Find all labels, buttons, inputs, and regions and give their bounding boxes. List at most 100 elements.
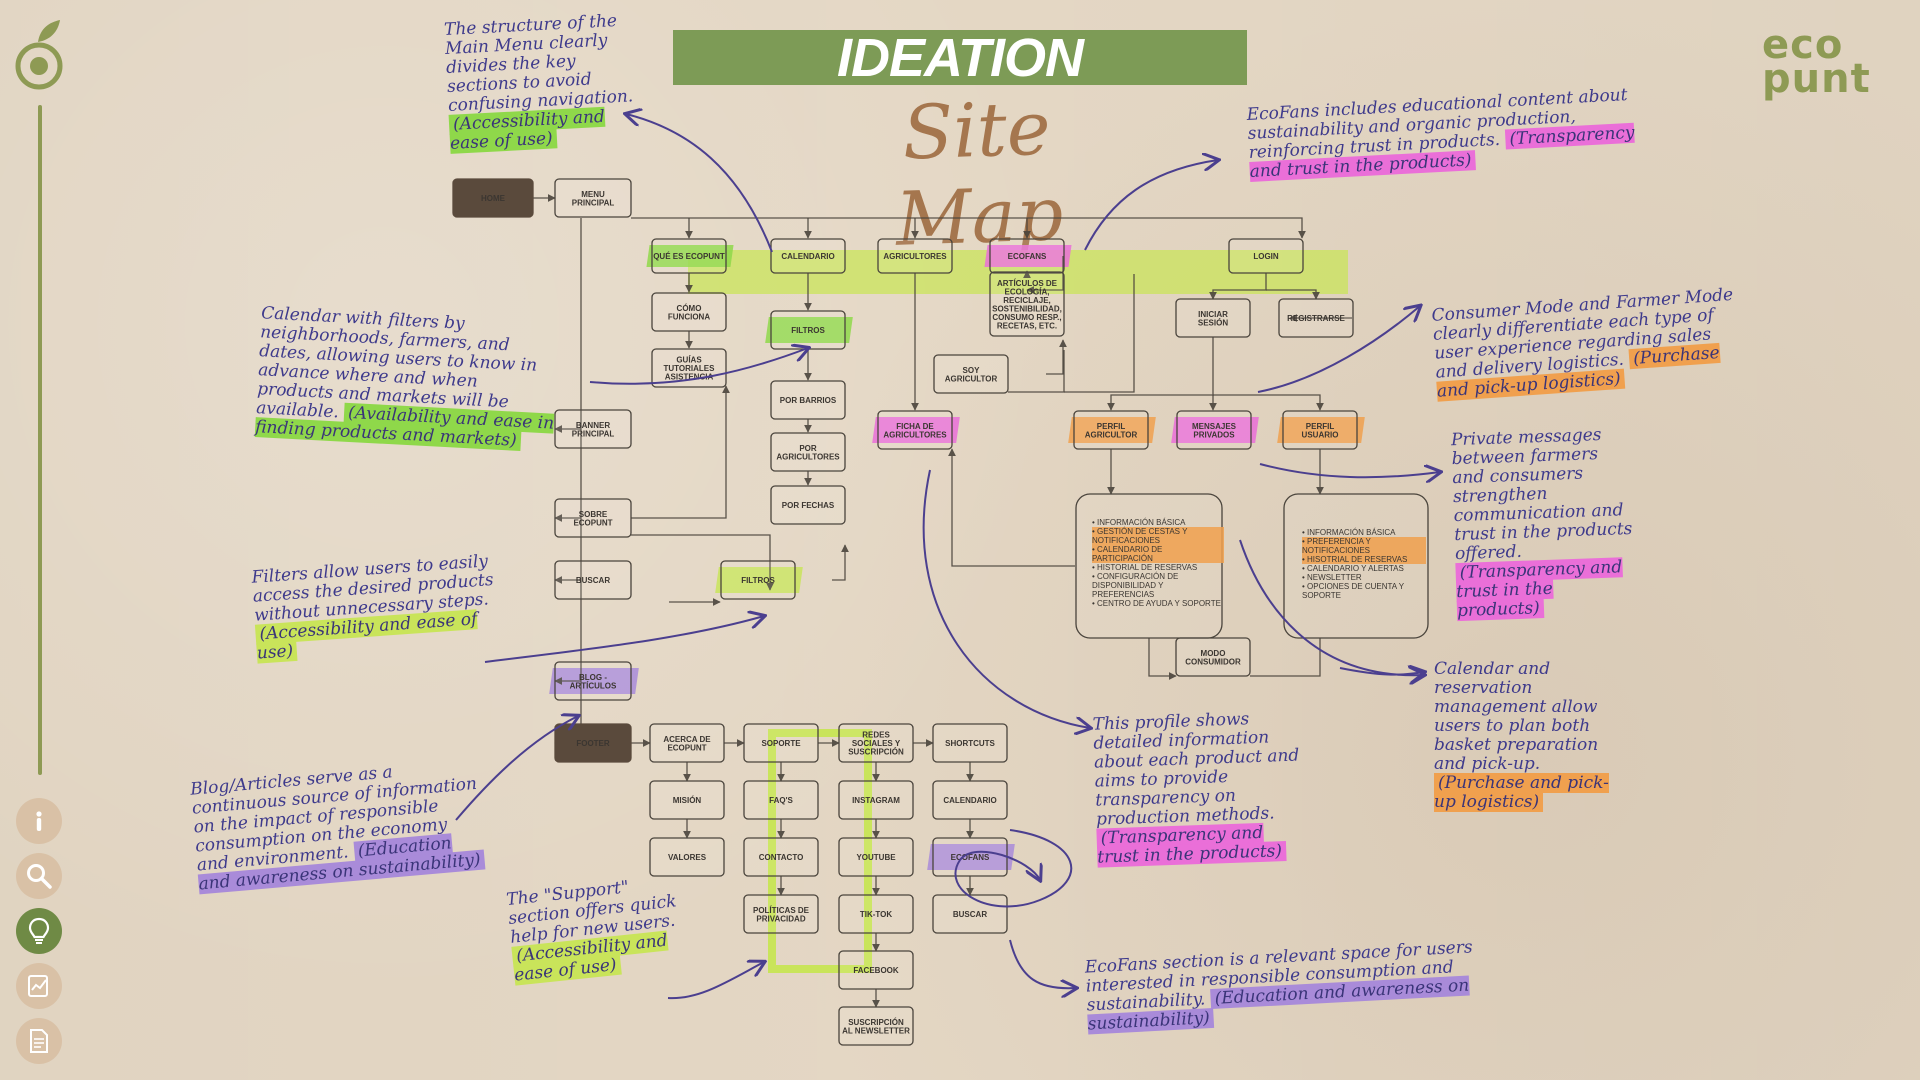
node-label: MISIÓN (673, 796, 702, 805)
node-calendario[interactable]: CALENDARIO (770, 238, 846, 274)
node-ecofans[interactable]: ECOFANS (989, 238, 1065, 274)
ecofans-sc-highlight (927, 844, 1015, 870)
node-label: SUSCRIPCIÓN (848, 1018, 904, 1027)
annotation-main-menu-tag: (Accessibility and ease of use) (448, 106, 606, 154)
node-calendario-sc[interactable]: CALENDARIO (932, 780, 1008, 820)
node-tiktok[interactable]: TIK-TOK (838, 894, 914, 934)
blog-articulos-highlight (549, 668, 639, 694)
node-label: AGRICULTORES (883, 252, 947, 261)
annotation-reservation: Calendar and reservation management allo… (1434, 660, 1624, 812)
profile-list-item: • CALENDARIO DE PARTICIPACIÓN (1092, 545, 1224, 563)
node-login[interactable]: LOGIN (1228, 238, 1304, 274)
annotation-arrow (626, 114, 773, 253)
node-faqs[interactable]: FAQ'S (743, 780, 819, 820)
annotation-reservation-text: Calendar and reservation management allo… (1434, 659, 1599, 774)
node-por-barrios[interactable]: POR BARRIOS (770, 380, 846, 420)
node-label: GUÍAS (676, 356, 702, 365)
lightbulb-icon[interactable] (16, 908, 62, 954)
ficha-agricultores-highlight (872, 417, 960, 443)
annotation-arrow (954, 829, 1073, 908)
node-label: RECICLAJE, (1003, 296, 1051, 305)
node-youtube[interactable]: YOUTUBE (838, 837, 914, 877)
node-label: SOBRE (579, 510, 608, 519)
node-articulos[interactable]: ARTÍCULOS DEECOLOGÍA,RECICLAJE,SOSTENIBI… (989, 271, 1065, 337)
node-home[interactable]: HOME (452, 178, 534, 218)
node-label: CONTACTO (759, 853, 804, 862)
node-contacto[interactable]: CONTACTO (743, 837, 819, 877)
profile-list-item: • CALENDARIO Y ALERTAS (1302, 564, 1404, 573)
node-que-es-ecopunt[interactable]: QUÉ ES ECOPUNT (651, 238, 727, 274)
node-label: BUSCAR (953, 910, 987, 919)
node-label: BLOG - (579, 673, 607, 682)
profile-list-item: • HISOTRIAL DE RESERVAS (1302, 555, 1426, 564)
node-buscar[interactable]: BUSCAR (554, 560, 632, 600)
node-filtros-cal[interactable]: FILTROS (770, 310, 846, 350)
ecopunt-logo[interactable]: eco punt (1762, 25, 1892, 99)
node-label: SUSCRIPCIÓN (848, 748, 904, 757)
node-mision[interactable]: MISIÓN (649, 780, 725, 820)
profile-list-item: • PREFERENCIA Y NOTIFICACIONES (1302, 537, 1426, 555)
node-label: CONSUMIDOR (1185, 657, 1241, 666)
node-label: POR FECHAS (782, 501, 835, 510)
node-label: FILTROS (791, 326, 825, 335)
node-label: SESIÓN (1198, 318, 1228, 327)
node-agricultores[interactable]: AGRICULTORES (877, 238, 953, 274)
app-logo-icon[interactable] (14, 16, 64, 92)
node-label: SOSTENIBILIDAD, (992, 304, 1062, 313)
profile-list-item: • OPCIONES DE CUENTA Y SOPORTE (1302, 582, 1404, 600)
node-soporte[interactable]: SOPORTE (743, 723, 819, 763)
info-icon[interactable] (16, 798, 62, 844)
node-label: TIK-TOK (860, 910, 893, 919)
perfil-usuario-highlight (1277, 417, 1365, 443)
node-por-fechas[interactable]: POR FECHAS (770, 485, 846, 525)
annotation-arrow (455, 716, 578, 821)
node-instagram[interactable]: INSTAGRAM (838, 780, 914, 820)
node-buscar-sc[interactable]: BUSCAR (932, 894, 1008, 934)
node-label: PRINCIPAL (572, 429, 615, 438)
node-blog-articulos[interactable]: BLOG -ARTÍCULOS (554, 661, 632, 701)
node-label: VALORES (668, 853, 707, 862)
node-label: PRIVADOS (1193, 430, 1235, 439)
node-label: POR (799, 444, 817, 453)
node-registrarse[interactable]: REGISTRARSE (1278, 298, 1354, 338)
node-label: ASISTENCIA (665, 373, 714, 382)
node-label: RECETAS, ETC. (997, 321, 1057, 330)
node-label: SHORTCUTS (945, 739, 995, 748)
node-facebook[interactable]: FACEBOOK (838, 950, 914, 990)
node-label: FACEBOOK (853, 966, 899, 975)
que-es-ecopunt-highlight (646, 245, 734, 267)
annotation-profile: This profile shows detailed information … (1092, 708, 1307, 868)
node-footer[interactable]: FOOTER (554, 723, 632, 763)
sidebar-progress-line (38, 105, 42, 775)
node-label: CONSUMO RESP., (992, 313, 1061, 322)
node-filtros-buscar[interactable]: FILTROS (720, 560, 796, 600)
node-label: POLÍTICAS DE (753, 906, 810, 915)
annotation-main-menu-text: The structure of the Main Menu clearly d… (443, 11, 634, 116)
node-ecofans-sc[interactable]: ECOFANS (932, 837, 1008, 877)
document-icon[interactable] (16, 1018, 62, 1064)
search-icon[interactable] (16, 853, 62, 899)
chart-icon[interactable] (16, 963, 62, 1009)
node-shortcuts[interactable]: SHORTCUTS (932, 723, 1008, 763)
profile-list-item: • INFORMACIÓN BÁSICA (1092, 518, 1186, 527)
node-valores[interactable]: VALORES (649, 837, 725, 877)
annotation-arrow (1259, 463, 1440, 477)
